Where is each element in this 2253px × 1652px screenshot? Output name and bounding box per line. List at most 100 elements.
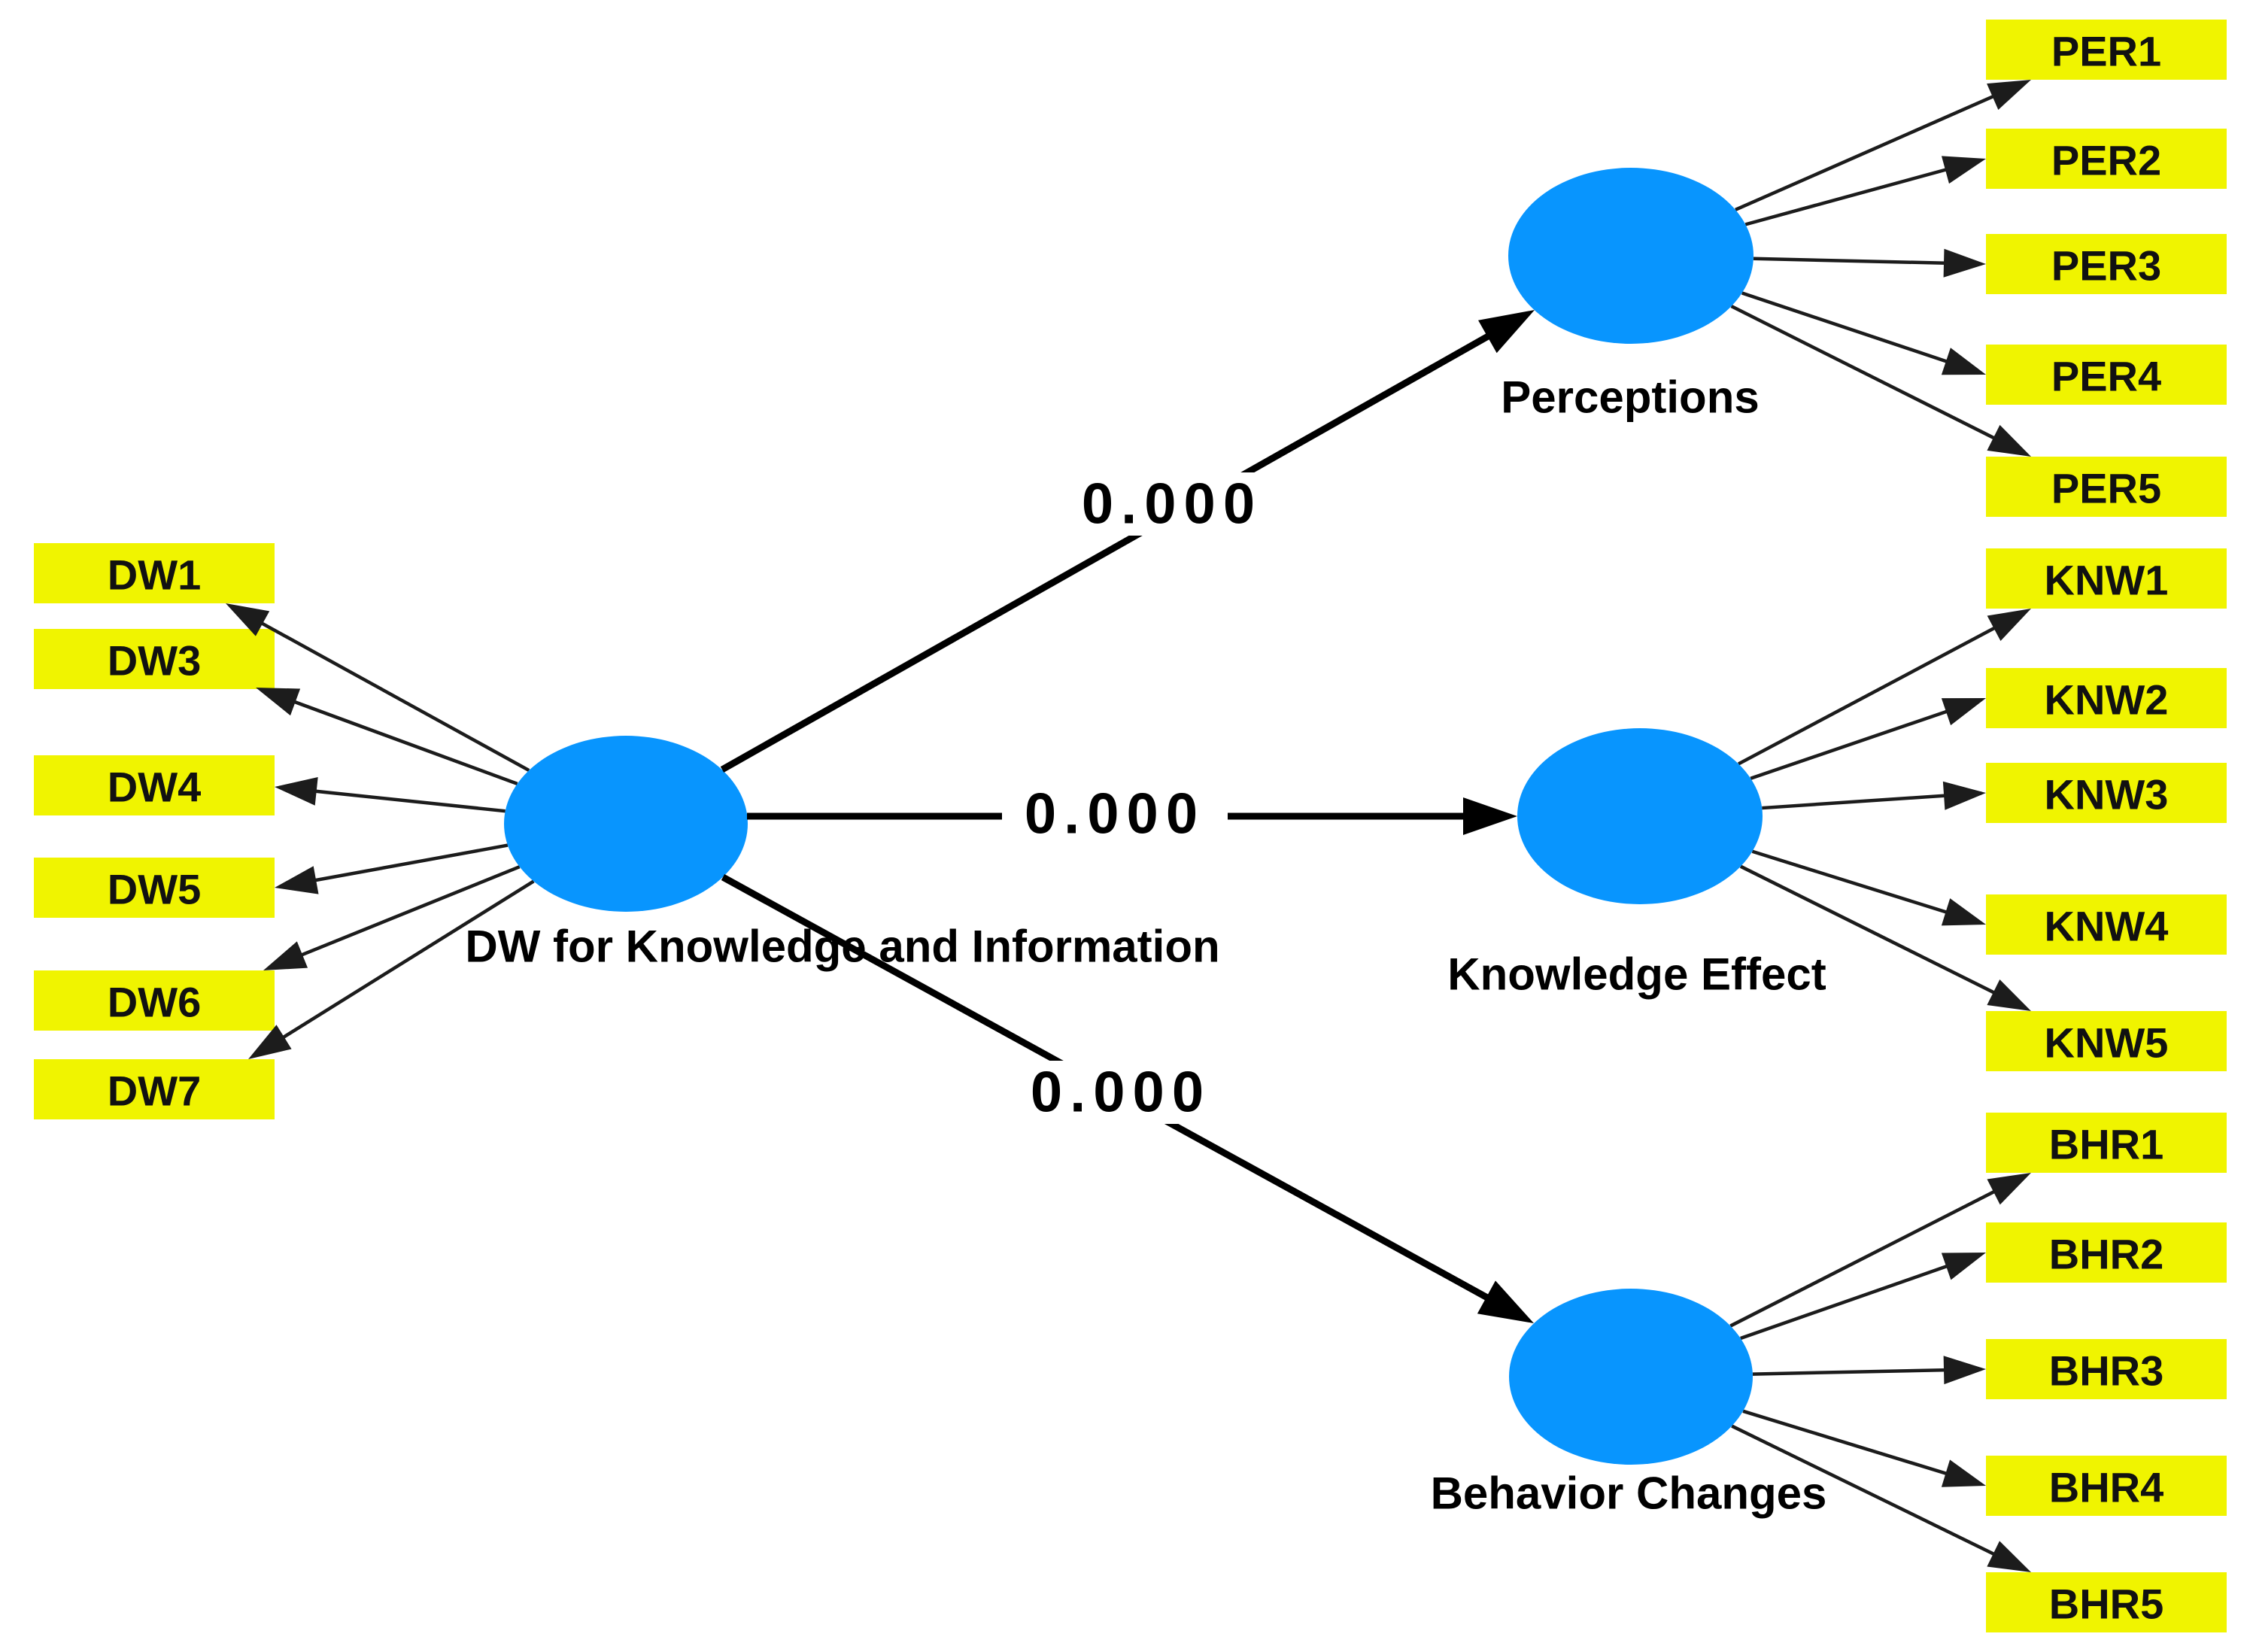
indicator-box-DW6 — [34, 970, 275, 1031]
indicator-label-PER4: PER4 — [2051, 353, 2161, 400]
measurement-knw-KNW2-line — [1750, 698, 1982, 780]
measurement-per-PER3-line — [1753, 257, 1981, 266]
path-coefficient-bg — [1008, 1061, 1234, 1124]
indicator-label-DW4: DW4 — [108, 764, 201, 811]
indicator-label-BHR3: BHR3 — [2049, 1347, 2163, 1395]
indicator-box-BHR1 — [1986, 1113, 2227, 1173]
indicator-box-PER4 — [1986, 345, 2227, 405]
measurement-per-PER2-arrowhead-icon — [1941, 156, 1986, 184]
indicator-box-KNW2 — [1986, 668, 2227, 728]
indicator-label-BHR5: BHR5 — [2049, 1581, 2163, 1628]
measurement-knw-KNW1-line — [1738, 610, 2027, 766]
measurement-dw-DW5-arrowhead-icon — [275, 866, 319, 894]
measurement-dw-DW5-line — [278, 843, 509, 889]
construct-label-per: Perceptions — [1501, 372, 1759, 423]
measurement-bhr-BHR2-arrowhead-icon — [1941, 1253, 1986, 1280]
measurement-per-PER5-line — [1730, 305, 2027, 456]
indicator-label-DW5: DW5 — [108, 866, 201, 913]
measurement-dw-DW1-arrowhead-icon — [226, 603, 270, 636]
measurement-knw-KNW3-arrowhead-icon — [1942, 781, 1986, 810]
indicator-label-PER3: PER3 — [2051, 242, 2161, 290]
measurement-per-PER1-arrowhead-icon — [1987, 80, 2031, 110]
measurement-bhr-BHR4-line — [1742, 1409, 1982, 1486]
indicator-label-KNW3: KNW3 — [2045, 771, 2169, 818]
indicator-box-DW3 — [34, 629, 275, 689]
measurement-dw-DW7-arrowhead-icon — [248, 1025, 292, 1059]
construct-ellipse-bhr — [1509, 1289, 1753, 1465]
measurement-dw-DW4-arrowhead-icon — [275, 776, 318, 806]
indicator-box-PER5 — [1986, 457, 2227, 517]
construct-ellipse-per — [1508, 168, 1754, 344]
indicator-box-KNW1 — [1986, 548, 2227, 609]
indicator-label-KNW1: KNW1 — [2045, 557, 2169, 604]
indicator-box-PER1 — [1986, 20, 2227, 80]
measurement-bhr-BHR5-arrowhead-icon — [1987, 1541, 2031, 1572]
measurement-knw-KNW4-arrowhead-icon — [1941, 898, 1986, 926]
indicator-label-KNW2: KNW2 — [2045, 676, 2169, 724]
construct-ellipse-dw — [504, 736, 748, 912]
measurement-bhr-BHR1-arrowhead-icon — [1987, 1173, 2031, 1205]
measurement-dw-DW1-line — [230, 605, 530, 773]
indicator-label-BHR2: BHR2 — [2049, 1231, 2163, 1278]
indicator-box-PER2 — [1986, 129, 2227, 189]
indicator-box-DW1 — [34, 543, 275, 603]
indicator-box-KNW3 — [1986, 763, 2227, 823]
path-coefficient-label-per: 0.000 — [1082, 472, 1262, 536]
measurement-knw-KNW5-line — [1739, 864, 2027, 1010]
measurement-knw-KNW1-arrowhead-icon — [1987, 609, 2031, 642]
measurement-bhr-BHR3-arrowhead-icon — [1943, 1356, 1986, 1385]
indicator-box-BHR3 — [1986, 1339, 2227, 1399]
measurement-bhr-BHR4-arrowhead-icon — [1941, 1459, 1986, 1487]
measurement-dw-DW6-arrowhead-icon — [263, 941, 308, 970]
measurement-bhr-BHR2-line — [1740, 1253, 1982, 1341]
measurement-per-PER5-arrowhead-icon — [1987, 424, 2031, 457]
indicator-label-PER5: PER5 — [2051, 465, 2161, 512]
indicator-label-DW7: DW7 — [108, 1067, 201, 1115]
construct-label-dw: DW for Knowledge and Information — [465, 922, 1219, 972]
structural-path-dw-per-arrowhead-icon — [1478, 310, 1535, 354]
measurement-per-PER1-line — [1735, 80, 2027, 211]
measurement-dw-DW3-arrowhead-icon — [256, 688, 301, 716]
indicator-box-KNW5 — [1986, 1011, 2227, 1071]
measurement-dw-DW4-line — [278, 785, 506, 813]
path-coefficient-label-bhr: 0.000 — [1031, 1061, 1211, 1125]
structural-path-dw-bhr-arrowhead-icon — [1477, 1280, 1534, 1323]
measurement-dw-DW3-line — [260, 688, 518, 786]
construct-label-knw: Knowledge Effect — [1447, 949, 1826, 1000]
construct-ellipse-knw — [1517, 728, 1763, 904]
measurement-bhr-BHR3-line — [1752, 1367, 1981, 1376]
indicator-label-DW3: DW3 — [108, 637, 201, 685]
indicator-box-BHR4 — [1986, 1456, 2227, 1516]
indicator-label-KNW4: KNW4 — [2045, 903, 2169, 950]
indicator-box-BHR5 — [1986, 1572, 2227, 1632]
path-coefficient-bg — [1002, 782, 1228, 846]
indicator-box-BHR2 — [1986, 1222, 2227, 1283]
indicator-label-BHR4: BHR4 — [2049, 1464, 2163, 1511]
path-coefficient-label-knw: 0.000 — [1025, 782, 1205, 846]
structural-path-dw-knw-arrowhead-icon — [1463, 797, 1517, 835]
measurement-per-PER3-arrowhead-icon — [1943, 248, 1986, 278]
measurement-dw-DW7-line — [253, 879, 535, 1058]
measurement-per-PER4-arrowhead-icon — [1941, 348, 1986, 375]
indicator-label-DW1: DW1 — [108, 551, 201, 599]
measurement-knw-KNW5-arrowhead-icon — [1987, 979, 2031, 1011]
indicator-box-DW7 — [34, 1059, 275, 1119]
measurement-bhr-BHR1-line — [1729, 1174, 2027, 1328]
structural-path-dw-per-line — [720, 316, 1520, 773]
indicator-label-KNW5: KNW5 — [2045, 1019, 2169, 1067]
indicator-label-PER2: PER2 — [2051, 137, 2161, 184]
indicator-box-DW5 — [34, 858, 275, 918]
indicator-label-DW6: DW6 — [108, 979, 201, 1026]
path-coefficient-bg — [1059, 472, 1285, 536]
indicator-label-PER1: PER1 — [2051, 28, 2161, 75]
measurement-knw-KNW2-arrowhead-icon — [1941, 698, 1986, 726]
measurement-knw-KNW4-line — [1751, 849, 1982, 925]
measurement-per-PER4-line — [1741, 291, 1982, 375]
indicator-box-KNW4 — [1986, 894, 2227, 955]
measurement-dw-DW6-line — [267, 865, 521, 970]
measurement-bhr-BHR5-line — [1731, 1424, 2027, 1572]
indicator-label-BHR1: BHR1 — [2049, 1121, 2163, 1168]
indicator-box-DW4 — [34, 755, 275, 815]
